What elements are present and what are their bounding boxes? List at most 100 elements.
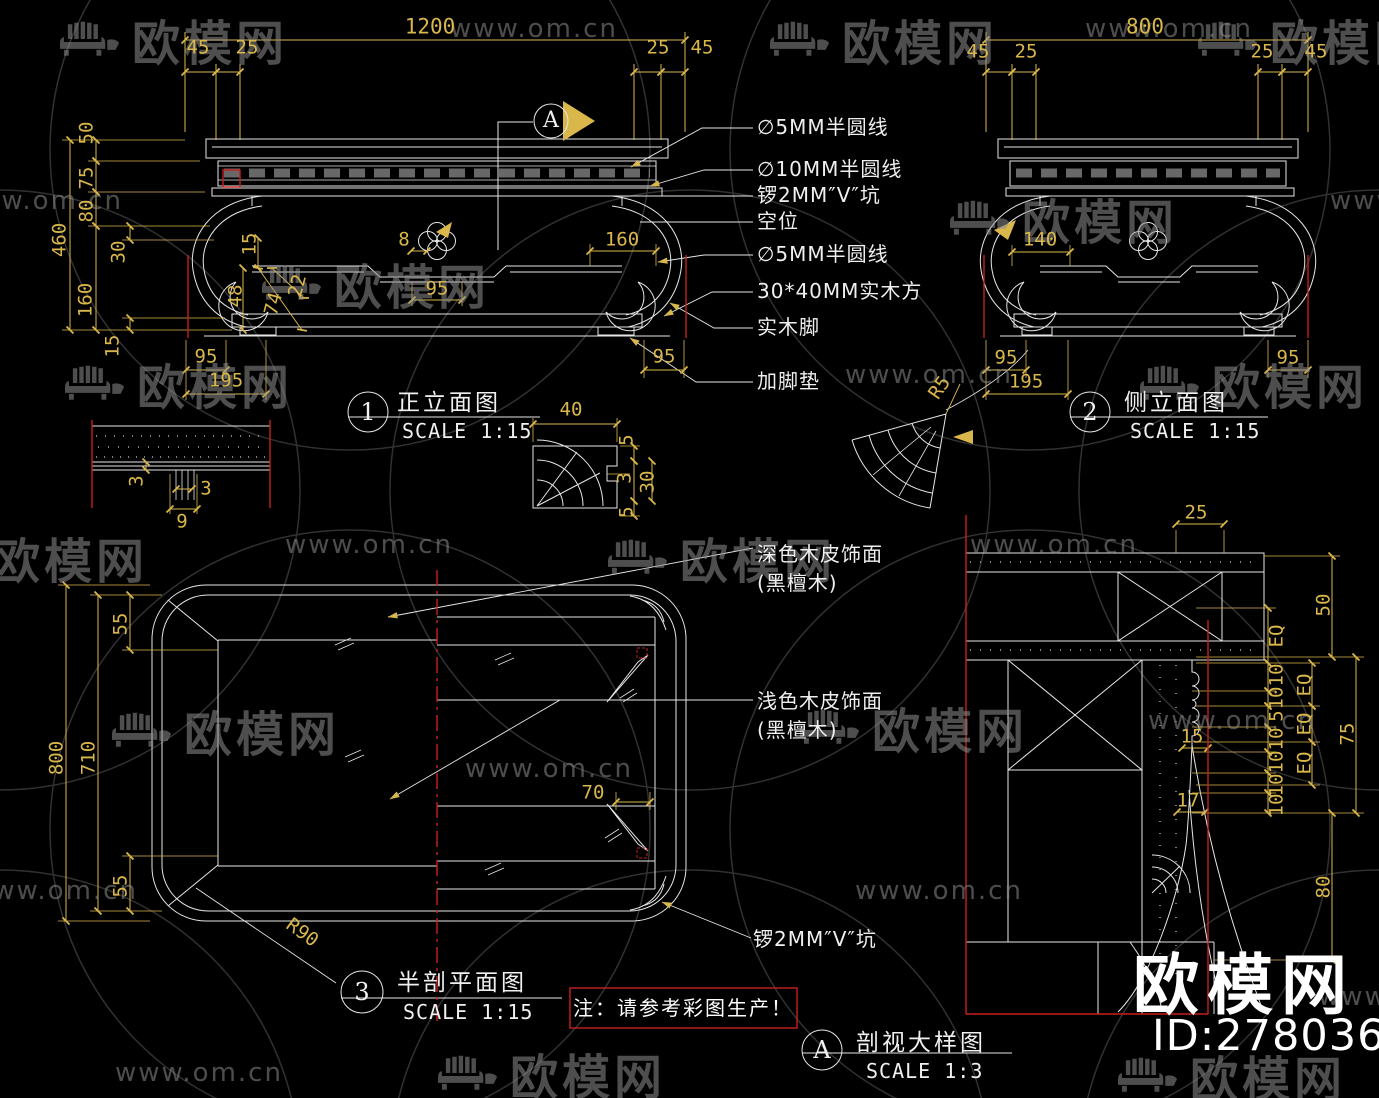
watermark-logo: 欧模网 <box>262 248 490 318</box>
dim-side-140: 140 <box>1022 228 1058 251</box>
watermark-brand: 欧模网 <box>0 534 149 590</box>
dim-section-75: 75 <box>1336 722 1359 746</box>
watermark-url: www.om.cn <box>1148 706 1316 736</box>
dim-strip-3h: 3 <box>200 477 212 500</box>
dim-front-95-bl: 95 <box>194 345 218 368</box>
dim-front-leg15: 15 <box>238 232 261 256</box>
dim-plan-800: 800 <box>45 740 68 776</box>
dim-front-80: 80 <box>75 199 98 223</box>
watermark-url: www.om.cn <box>450 14 618 44</box>
dim-front-95-br: 95 <box>652 345 676 368</box>
watermark-url: www.om.cn <box>845 360 1013 390</box>
watermark-logo: 欧模网 <box>112 695 340 765</box>
callout-solid-wood-bar: 30*40MM实木方 <box>757 279 923 303</box>
dim-front-leg48: 48 <box>224 284 247 308</box>
callout-v-groove: 锣2MM″V″坑 <box>757 183 881 207</box>
dim-section-25: 25 <box>1184 501 1208 524</box>
dim-plan-55-top: 55 <box>109 612 132 636</box>
dim-side-45-left: 45 <box>966 40 990 63</box>
dim-front-160: 160 <box>74 282 97 318</box>
sofa-icon <box>608 536 672 578</box>
watermark-url: www.om.cn <box>0 186 123 216</box>
production-note: 注：请参考彩图生产！ <box>573 996 793 1020</box>
plan-view-number: 3 <box>354 978 370 1006</box>
sofa-icon <box>770 18 834 60</box>
leg-section-detail-geometry <box>532 439 618 509</box>
plan-view-scale: SCALE 1:15 <box>403 1000 534 1024</box>
dim-side-95-left: 95 <box>994 346 1018 369</box>
dim-section-10a: 10 <box>1265 663 1288 687</box>
watermark-brand: 欧模网 <box>184 707 341 763</box>
side-view-number: 2 <box>1082 398 1098 426</box>
sofa-icon <box>65 362 129 404</box>
watermark-url: www.om.cn <box>970 530 1138 560</box>
dimension-lines <box>58 32 1364 965</box>
front-elevation-geometry <box>191 138 683 337</box>
fan-detail-geometry <box>436 220 1029 509</box>
watermark-brand: 欧模网 <box>132 16 289 72</box>
dim-section-10c: 10 <box>1265 727 1288 751</box>
dim-side-width: 800 <box>1126 14 1164 39</box>
dim-front-45-left: 45 <box>186 36 210 59</box>
dim-side-95-right: 95 <box>1276 346 1300 369</box>
dim-section-eq3: EQ <box>1293 712 1316 736</box>
dim-section-eq2: EQ <box>1293 673 1316 697</box>
watermark-brand: 欧模网 <box>1190 1052 1347 1098</box>
watermark-id: ID:2780360 <box>1152 1011 1379 1061</box>
dim-plan-55-bottom: 55 <box>109 874 132 898</box>
label-dark-veneer: 深色木皮饰面 <box>757 542 883 566</box>
side-elevation-geometry <box>979 138 1317 337</box>
watermark-logo: 欧模网 <box>770 4 998 74</box>
dim-section-10f: 10 <box>1265 793 1288 817</box>
dim-front-160-right: 160 <box>604 228 640 251</box>
front-view-scale: SCALE 1:15 <box>402 419 533 443</box>
dim-section-15: 15 <box>1180 725 1204 748</box>
watermark-url: www.om.cn <box>285 530 453 560</box>
watermark-brand: 欧模网 <box>510 1050 667 1098</box>
callout-foot-pad: 加脚垫 <box>757 369 820 393</box>
watermark-brand: 欧模网 <box>1022 195 1179 251</box>
dim-front-50: 50 <box>75 121 98 145</box>
side-view-scale: SCALE 1:15 <box>1130 419 1261 443</box>
plan-view-geometry <box>151 547 754 984</box>
watermark-url: www.om.cn <box>465 754 633 784</box>
sofa-icon <box>112 709 176 751</box>
dim-legdetail-3: 3 <box>613 472 636 484</box>
callout-leaders <box>536 127 753 383</box>
sofa-icon <box>950 197 1014 239</box>
callout-halfround-5mm-bottom: ∅5MM半圆线 <box>757 242 889 266</box>
watermark-logo: 欧模网 <box>608 522 836 592</box>
callout-solid-wood-leg: 实木脚 <box>757 315 820 339</box>
dim-section-10d: 10 <box>1265 750 1288 774</box>
dim-side-25-right: 25 <box>1250 40 1274 63</box>
dim-strip-9: 9 <box>176 510 188 533</box>
dim-front-45-right: 45 <box>690 36 714 59</box>
dim-front-15: 15 <box>101 334 124 358</box>
dim-front-30: 30 <box>107 240 130 264</box>
dim-legdetail-30: 30 <box>636 470 659 494</box>
dim-front-25-left: 25 <box>235 36 259 59</box>
dim-front-195: 195 <box>208 369 244 392</box>
dim-section-17: 17 <box>1176 789 1200 812</box>
dim-front-75: 75 <box>75 166 98 190</box>
watermark-brand: 欧模网 <box>1270 16 1379 72</box>
watermark-brand-large: 欧模网 <box>1133 947 1355 1024</box>
section-cut-line <box>497 101 595 250</box>
watermark-url: www.om.cn <box>1330 186 1379 216</box>
dim-legdetail-5-bottom: 5 <box>615 506 638 518</box>
dim-plan-70: 70 <box>581 781 605 804</box>
dim-strip-3v: 3 <box>125 475 148 487</box>
dim-side-25-left: 25 <box>1014 40 1038 63</box>
plan-view-title: 半剖平面图 <box>397 970 527 996</box>
dim-section-eq4: EQ <box>1293 751 1316 775</box>
dim-front-25-right: 25 <box>646 36 670 59</box>
watermark-url: www.om.cn <box>855 876 1023 906</box>
watermark-brand: 欧模网 <box>842 16 999 72</box>
front-view-title: 正立面图 <box>397 390 501 416</box>
callout-halfround-10mm: ∅10MM半圆线 <box>757 157 903 181</box>
watermark-logo: 欧模网 <box>65 348 293 418</box>
sofa-icon <box>438 1052 502 1094</box>
section-view-title: 剖视大样图 <box>856 1030 986 1056</box>
